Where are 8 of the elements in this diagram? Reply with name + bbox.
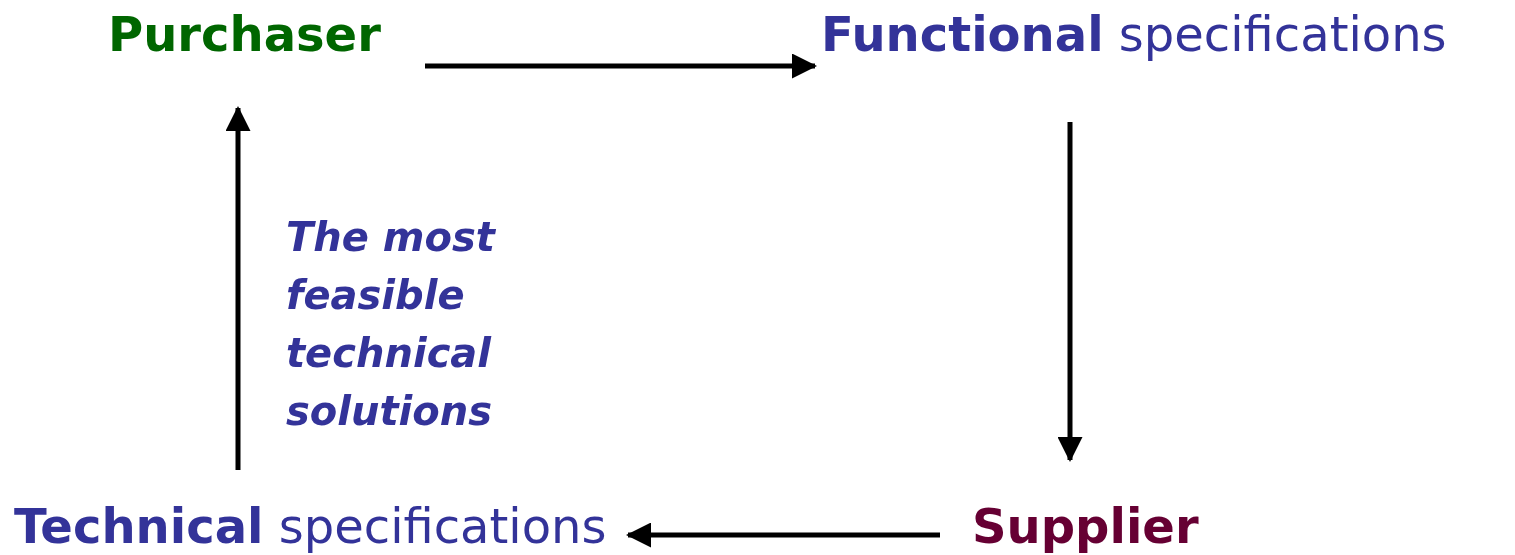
arrow: [225, 106, 251, 470]
arrow: [425, 53, 817, 79]
node-label: Supplier: [972, 498, 1199, 554]
node-label: Technical specifications: [14, 498, 607, 554]
arrow: [626, 522, 940, 548]
node-label: Functional specifications: [821, 6, 1447, 62]
arrow: [1057, 122, 1083, 462]
node-label: Purchaser: [108, 6, 381, 62]
